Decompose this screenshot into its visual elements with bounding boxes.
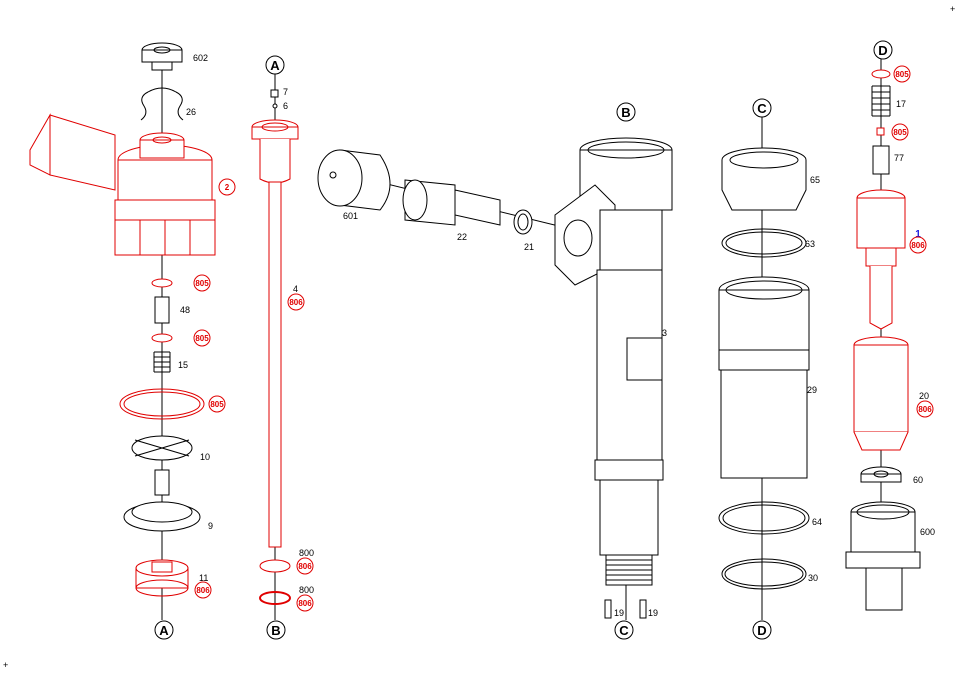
label-806: 806 xyxy=(289,298,303,307)
label-65: 65 xyxy=(810,175,820,185)
label-29: 29 xyxy=(807,385,817,395)
label-600: 600 xyxy=(920,527,935,537)
column-3-parts: 601 22 21 xyxy=(317,149,576,252)
ref-d-bottom: D xyxy=(757,623,766,638)
label-26: 26 xyxy=(186,107,196,117)
part-48-pin xyxy=(154,296,170,324)
part-63-ring xyxy=(721,228,807,258)
label-30: 30 xyxy=(808,573,818,583)
label-22: 22 xyxy=(457,232,467,242)
label-805: 805 xyxy=(210,400,224,409)
label-21: 21 xyxy=(524,242,534,252)
label-7: 7 xyxy=(283,87,288,97)
label-805: 805 xyxy=(895,70,909,79)
ref-c-top: C xyxy=(757,101,767,116)
label-48: 48 xyxy=(180,305,190,315)
part-805-seal xyxy=(876,127,885,136)
part-3-injector-body xyxy=(554,137,673,620)
ref-b-bottom: B xyxy=(271,623,280,638)
ref-b-top: B xyxy=(621,105,630,120)
label-15: 15 xyxy=(178,360,188,370)
part-1-nozzle xyxy=(856,189,906,330)
label-20: 20 xyxy=(919,391,929,401)
column-5-parts: C 65 63 29 64 30 D xyxy=(718,98,822,640)
label-9: 9 xyxy=(208,521,213,531)
part-2-body xyxy=(29,113,216,256)
label-10: 10 xyxy=(200,452,210,462)
part-805-seal xyxy=(151,333,173,343)
part-805-seal xyxy=(871,69,891,79)
part-805-ring xyxy=(119,388,205,420)
part-4-valve xyxy=(251,119,299,548)
label-805: 805 xyxy=(195,334,209,343)
label-11: 11 xyxy=(199,573,208,583)
column-4-parts: B 3 19 19 C xyxy=(554,102,673,640)
part-77-pin xyxy=(872,145,890,175)
part-11-nut xyxy=(135,559,189,597)
part-19-pin xyxy=(639,599,647,619)
part-26-clip xyxy=(140,87,184,121)
part-22-fitting xyxy=(402,179,501,226)
label-17: 17 xyxy=(896,99,906,109)
label-19: 19 xyxy=(648,608,658,618)
label-806: 806 xyxy=(298,599,312,608)
part-600-cap xyxy=(845,501,921,611)
label-800: 800 xyxy=(299,585,314,595)
label-64: 64 xyxy=(812,517,822,527)
part-601-cap xyxy=(317,149,391,211)
part-21-washer xyxy=(513,209,533,235)
part-7 xyxy=(270,89,279,98)
label-19: 19 xyxy=(614,608,624,618)
part-10-disc xyxy=(131,435,193,461)
label-4: 4 xyxy=(293,284,298,294)
part-800-ring xyxy=(259,559,291,573)
part-9-plate xyxy=(123,469,201,532)
part-20-nut xyxy=(853,336,909,451)
label-806: 806 xyxy=(196,586,210,595)
label-800: 800 xyxy=(299,548,314,558)
label-2: 2 xyxy=(225,183,230,192)
ref-a-bottom: A xyxy=(159,623,169,638)
part-602-knurled-cap xyxy=(141,42,183,71)
label-806: 806 xyxy=(918,405,932,414)
ref-a-top: A xyxy=(270,58,280,73)
part-60-washer xyxy=(860,466,902,483)
part-65-sleeve xyxy=(721,147,807,211)
label-805: 805 xyxy=(893,128,907,137)
label-1: 1 xyxy=(915,229,921,240)
label-602: 602 xyxy=(193,53,208,63)
label-77: 77 xyxy=(894,153,904,163)
part-800-seal xyxy=(259,591,291,605)
part-15-spring xyxy=(153,351,171,373)
ref-c-bottom: C xyxy=(619,623,629,638)
corner-mark: + xyxy=(3,660,8,670)
corner-mark: + xyxy=(950,4,955,14)
part-30-ring xyxy=(721,558,807,590)
label-806: 806 xyxy=(298,562,312,571)
label-3: 3 xyxy=(662,328,667,338)
part-6 xyxy=(272,103,278,109)
label-601: 601 xyxy=(343,211,358,221)
column-2-parts: A 7 6 4 806 800 806 800 806 B xyxy=(251,55,314,640)
label-63: 63 xyxy=(805,239,815,249)
ref-d-top: D xyxy=(878,43,887,58)
label-6: 6 xyxy=(283,101,288,111)
column-1-parts: 602 26 2 805 48 805 15 805 10 9 11 806 A xyxy=(29,42,236,640)
part-805-seal xyxy=(151,278,173,288)
column-6-parts: D 805 17 805 77 xyxy=(845,40,935,611)
label-60: 60 xyxy=(913,475,923,485)
part-19-pin xyxy=(604,599,612,619)
part-64-ring xyxy=(718,501,810,535)
part-17-spring xyxy=(871,85,891,117)
label-805: 805 xyxy=(195,279,209,288)
label-806: 806 xyxy=(911,241,925,250)
part-29-nozzle-nut xyxy=(718,276,810,479)
